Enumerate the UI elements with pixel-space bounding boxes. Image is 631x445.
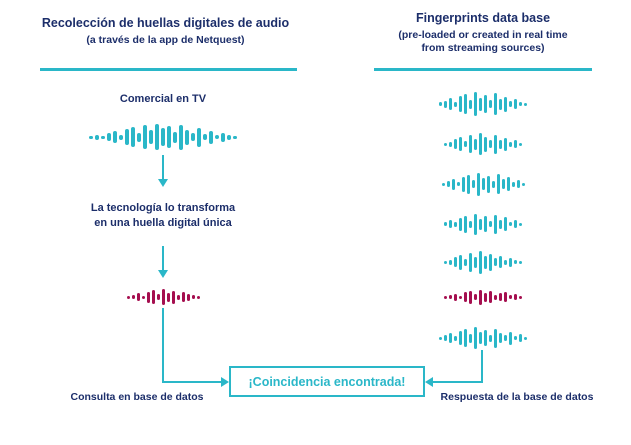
left-title: Recolección de huellas digitales de audi… xyxy=(41,16,290,30)
match-found-box: ¡Coincidencia encontrada! xyxy=(229,366,425,397)
down-arrow-icon xyxy=(158,155,168,187)
tv-audio-waveform xyxy=(83,122,243,152)
response-label: Respuesta de la base de datos xyxy=(440,391,594,403)
db-waveform-2 xyxy=(423,130,543,158)
query-arrow-icon xyxy=(162,308,229,387)
query-label: Consulta en base de datos xyxy=(70,391,204,403)
right-header: Fingerprints data base (pre-loaded or cr… xyxy=(368,11,598,55)
left-divider-line xyxy=(40,68,297,71)
db-waveform-3 xyxy=(423,170,543,198)
db-waveform-7 xyxy=(423,324,543,352)
left-subtitle: (a través de la app de Netquest) xyxy=(86,34,245,46)
left-header: Recolección de huellas digitales de audi… xyxy=(13,16,318,46)
db-waveform-1 xyxy=(423,90,543,118)
match-found-label: ¡Coincidencia encontrada! xyxy=(248,374,406,389)
db-waveform-5 xyxy=(423,248,543,276)
digital-fingerprint-waveform xyxy=(103,287,223,307)
transform-label: La tecnología lo transforma en una huell… xyxy=(90,202,236,229)
right-divider-line xyxy=(374,68,592,71)
right-subtitle: (pre-loaded or created in real time from… xyxy=(398,29,568,55)
db-waveform-4 xyxy=(423,210,543,238)
right-title: Fingerprints data base xyxy=(415,11,551,25)
response-arrow-icon xyxy=(425,350,483,387)
down-arrow-icon xyxy=(158,246,168,278)
tv-commercial-label: Comercial en TV xyxy=(119,93,207,105)
db-waveform-6-match xyxy=(423,283,543,311)
